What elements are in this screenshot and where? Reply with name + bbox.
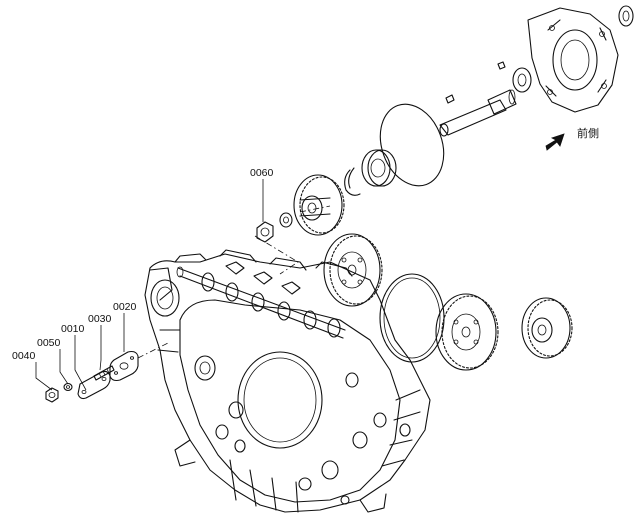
assembly-axis-cam	[254, 235, 299, 275]
callout-0030[interactable]: 0030	[88, 313, 112, 325]
gasket-0020	[109, 350, 139, 382]
callout-0050[interactable]: 0050	[37, 337, 61, 349]
callout-0040[interactable]: 0040	[12, 350, 36, 362]
o-ring-large	[379, 103, 445, 187]
idler-gear-upper	[293, 174, 345, 236]
washer-0060	[279, 212, 293, 228]
front-cover	[527, 7, 619, 113]
timing-gear-left	[323, 233, 383, 307]
callout-0060[interactable]: 0060	[250, 167, 274, 179]
pump-gear	[521, 297, 573, 359]
timing-gear-right	[435, 293, 499, 371]
front-label: 前側	[577, 126, 599, 140]
output-shaft	[439, 61, 517, 137]
stud-bolt-0030	[93, 365, 115, 381]
washer-0050	[63, 382, 73, 392]
callout-0010[interactable]: 0010	[61, 323, 85, 335]
oil-seal	[618, 5, 634, 27]
callout-0020[interactable]: 0020	[113, 301, 137, 313]
gear-case-housing	[144, 249, 431, 513]
arrow-icon	[545, 133, 565, 151]
cam-lobes	[201, 272, 341, 338]
assembly-axis-left	[137, 341, 171, 359]
assembly-axis-gear	[299, 205, 331, 213]
o-ring-middle	[379, 273, 445, 363]
bearing	[361, 149, 397, 187]
snap-ring	[344, 167, 361, 196]
shaft-bearing	[512, 67, 532, 93]
nut-0060	[256, 221, 274, 243]
cover-plate-0010	[77, 370, 111, 400]
front-direction-indicator: 前側	[545, 126, 599, 151]
leader-lines	[35, 179, 264, 391]
nut-0040	[45, 387, 59, 403]
